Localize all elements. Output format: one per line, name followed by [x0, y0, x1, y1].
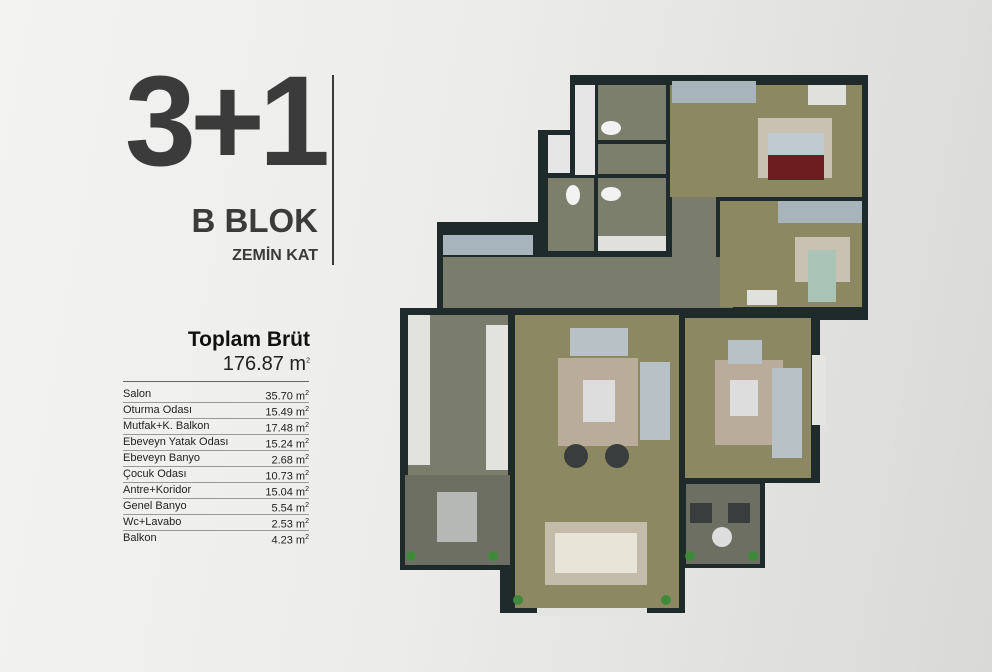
- shoe-cabinet: [443, 235, 533, 255]
- shower: [548, 135, 570, 173]
- window: [537, 608, 647, 616]
- armchair: [605, 444, 629, 468]
- block-label: B BLOK: [191, 202, 319, 239]
- bathtub: [575, 85, 595, 175]
- coffee-table: [730, 380, 758, 416]
- floor-label: ZEMİN KAT: [232, 247, 318, 264]
- total-gross-label: Toplam Brüt: [187, 328, 310, 351]
- divider: [123, 381, 309, 382]
- chair: [690, 503, 712, 523]
- single-bed: [808, 250, 836, 302]
- kitchen-counter: [408, 315, 430, 465]
- total-gross-value: 176.87 m2: [222, 353, 310, 375]
- desk: [747, 290, 777, 305]
- armchair: [564, 444, 588, 468]
- plants: [406, 551, 758, 605]
- sink-counter: [598, 236, 666, 251]
- corridor: [443, 178, 733, 308]
- coffee-table: [583, 380, 615, 422]
- dining-table: [555, 533, 637, 573]
- kitchen-counter: [486, 325, 508, 470]
- chair: [728, 503, 750, 523]
- toilet-icon: [566, 185, 580, 205]
- sofa: [570, 328, 628, 356]
- sofa: [772, 368, 802, 458]
- dining-table-small: [437, 492, 477, 542]
- title-divider: [332, 75, 334, 265]
- wardrobe: [778, 201, 862, 223]
- balcony: [686, 484, 760, 564]
- toilet-icon: [601, 121, 621, 135]
- window: [812, 355, 826, 425]
- desk: [808, 85, 846, 105]
- bed-cover: [768, 155, 824, 180]
- balcony-table: [712, 527, 732, 547]
- sofa: [640, 362, 670, 440]
- double-bed: [768, 133, 824, 155]
- wardrobe: [672, 81, 756, 103]
- unit-type-title: 3+1: [124, 50, 330, 193]
- armchair: [728, 340, 762, 364]
- toilet-icon: [601, 187, 621, 201]
